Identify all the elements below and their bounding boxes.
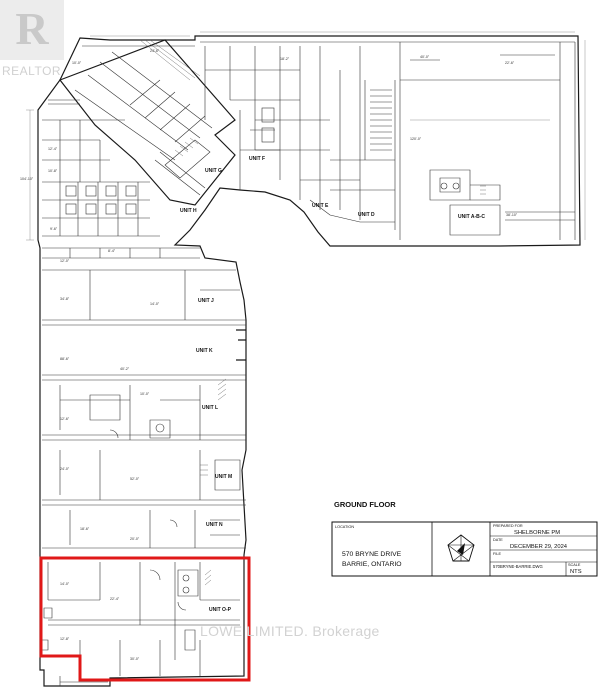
svg-text:88'-6": 88'-6" — [60, 357, 70, 361]
address-line-2: BARRIE, ONTARIO — [342, 561, 402, 568]
scale-label: SCALE — [568, 563, 581, 567]
unit-m-label: UNIT M — [215, 474, 232, 480]
svg-text:14'-0": 14'-0" — [150, 302, 160, 306]
unit-o-p-plan — [39, 562, 240, 686]
svg-text:12'-4": 12'-4" — [48, 147, 58, 151]
unit-d-label: UNIT D — [358, 212, 375, 218]
unit-g-label: UNIT G — [205, 168, 222, 174]
unit-n-label: UNIT N — [206, 522, 223, 528]
file-label: FILE — [493, 552, 501, 556]
svg-text:12'-8": 12'-8" — [60, 637, 70, 641]
sheet-title: GROUND FLOOR — [334, 500, 396, 509]
dimension-annotations: 10'-0" 12'-4" 10'-8" 9'-6" 12'-0" 8'-4" … — [20, 31, 586, 661]
svg-text:38'-10": 38'-10" — [506, 213, 518, 217]
brokerage-watermark: LOWE LIMITED. Brokerage — [200, 623, 380, 639]
svg-text:9'-6": 9'-6" — [50, 227, 58, 231]
realtor-logo-mark: R — [0, 0, 64, 60]
svg-text:22'-4": 22'-4" — [110, 597, 120, 601]
building-outline — [37, 35, 581, 687]
svg-text:24'-6": 24'-6" — [150, 49, 160, 53]
unit-l-label: UNIT L — [202, 405, 218, 411]
office-block-northwest — [42, 119, 200, 259]
unit-j-label: UNIT J — [198, 298, 214, 304]
svg-text:34'-8": 34'-8" — [60, 297, 70, 301]
compass-logo-icon — [447, 534, 475, 562]
svg-text:22'-6": 22'-6" — [505, 61, 515, 65]
realtor-r-icon: R — [15, 3, 49, 54]
realtor-logo-text: REALTOR — [2, 64, 62, 78]
unit-labels: UNIT F UNIT G UNIT E UNIT D UNIT A-B-C U… — [180, 156, 485, 613]
svg-text:24'-0": 24'-0" — [60, 467, 70, 471]
svg-text:30'-0": 30'-0" — [130, 657, 140, 661]
svg-text:14'-0": 14'-0" — [60, 582, 70, 586]
svg-text:8'-4": 8'-4" — [108, 249, 116, 253]
unit-k-label: UNIT K — [196, 348, 213, 354]
unit-f-label: UNIT F — [249, 156, 265, 162]
units-south-wing — [42, 269, 246, 549]
unit-o-p-label: UNIT O-P — [209, 607, 232, 613]
unit-a-b-c-label: UNIT A-B-C — [458, 214, 485, 220]
file-value: 570BRYNE-BARRIE.DWG — [493, 564, 543, 569]
warehouse-northeast — [399, 42, 575, 240]
svg-text:20'-0": 20'-0" — [130, 537, 140, 541]
svg-text:40'-2": 40'-2" — [120, 367, 130, 371]
realtor-logo: R REALTOR — [0, 0, 68, 82]
svg-text:10'-0": 10'-0" — [140, 392, 150, 396]
svg-text:18'-2": 18'-2" — [280, 57, 290, 61]
svg-text:120'-0": 120'-0" — [410, 137, 422, 141]
svg-text:40'-0": 40'-0" — [420, 55, 430, 59]
svg-text:18'-6": 18'-6" — [80, 527, 90, 531]
unit-o-p-highlight — [39, 556, 251, 682]
address-line-1: 570 BRYNE DRIVE — [342, 551, 402, 558]
prepared-for-label: PREPARED FOR — [493, 524, 523, 528]
date-value: DECEMBER 29, 2024 — [510, 544, 568, 550]
svg-text:104'-10": 104'-10" — [20, 177, 34, 181]
unit-e-label: UNIT E — [312, 203, 329, 209]
svg-text:12'-0": 12'-0" — [60, 259, 70, 263]
prepared-for-value: SHELBORNE PM — [514, 530, 560, 536]
svg-text:52'-0": 52'-0" — [130, 477, 140, 481]
diagonal-wing — [48, 39, 236, 206]
unit-h-label: UNIT H — [180, 208, 197, 214]
office-core-north — [204, 46, 396, 230]
date-label: DATE — [493, 538, 503, 542]
scale-value: NTS — [570, 569, 582, 575]
svg-text:10'-8": 10'-8" — [48, 169, 58, 173]
svg-text:12'-6": 12'-6" — [60, 417, 70, 421]
location-label: LOCATION — [335, 525, 354, 529]
svg-text:10'-0": 10'-0" — [72, 61, 82, 65]
